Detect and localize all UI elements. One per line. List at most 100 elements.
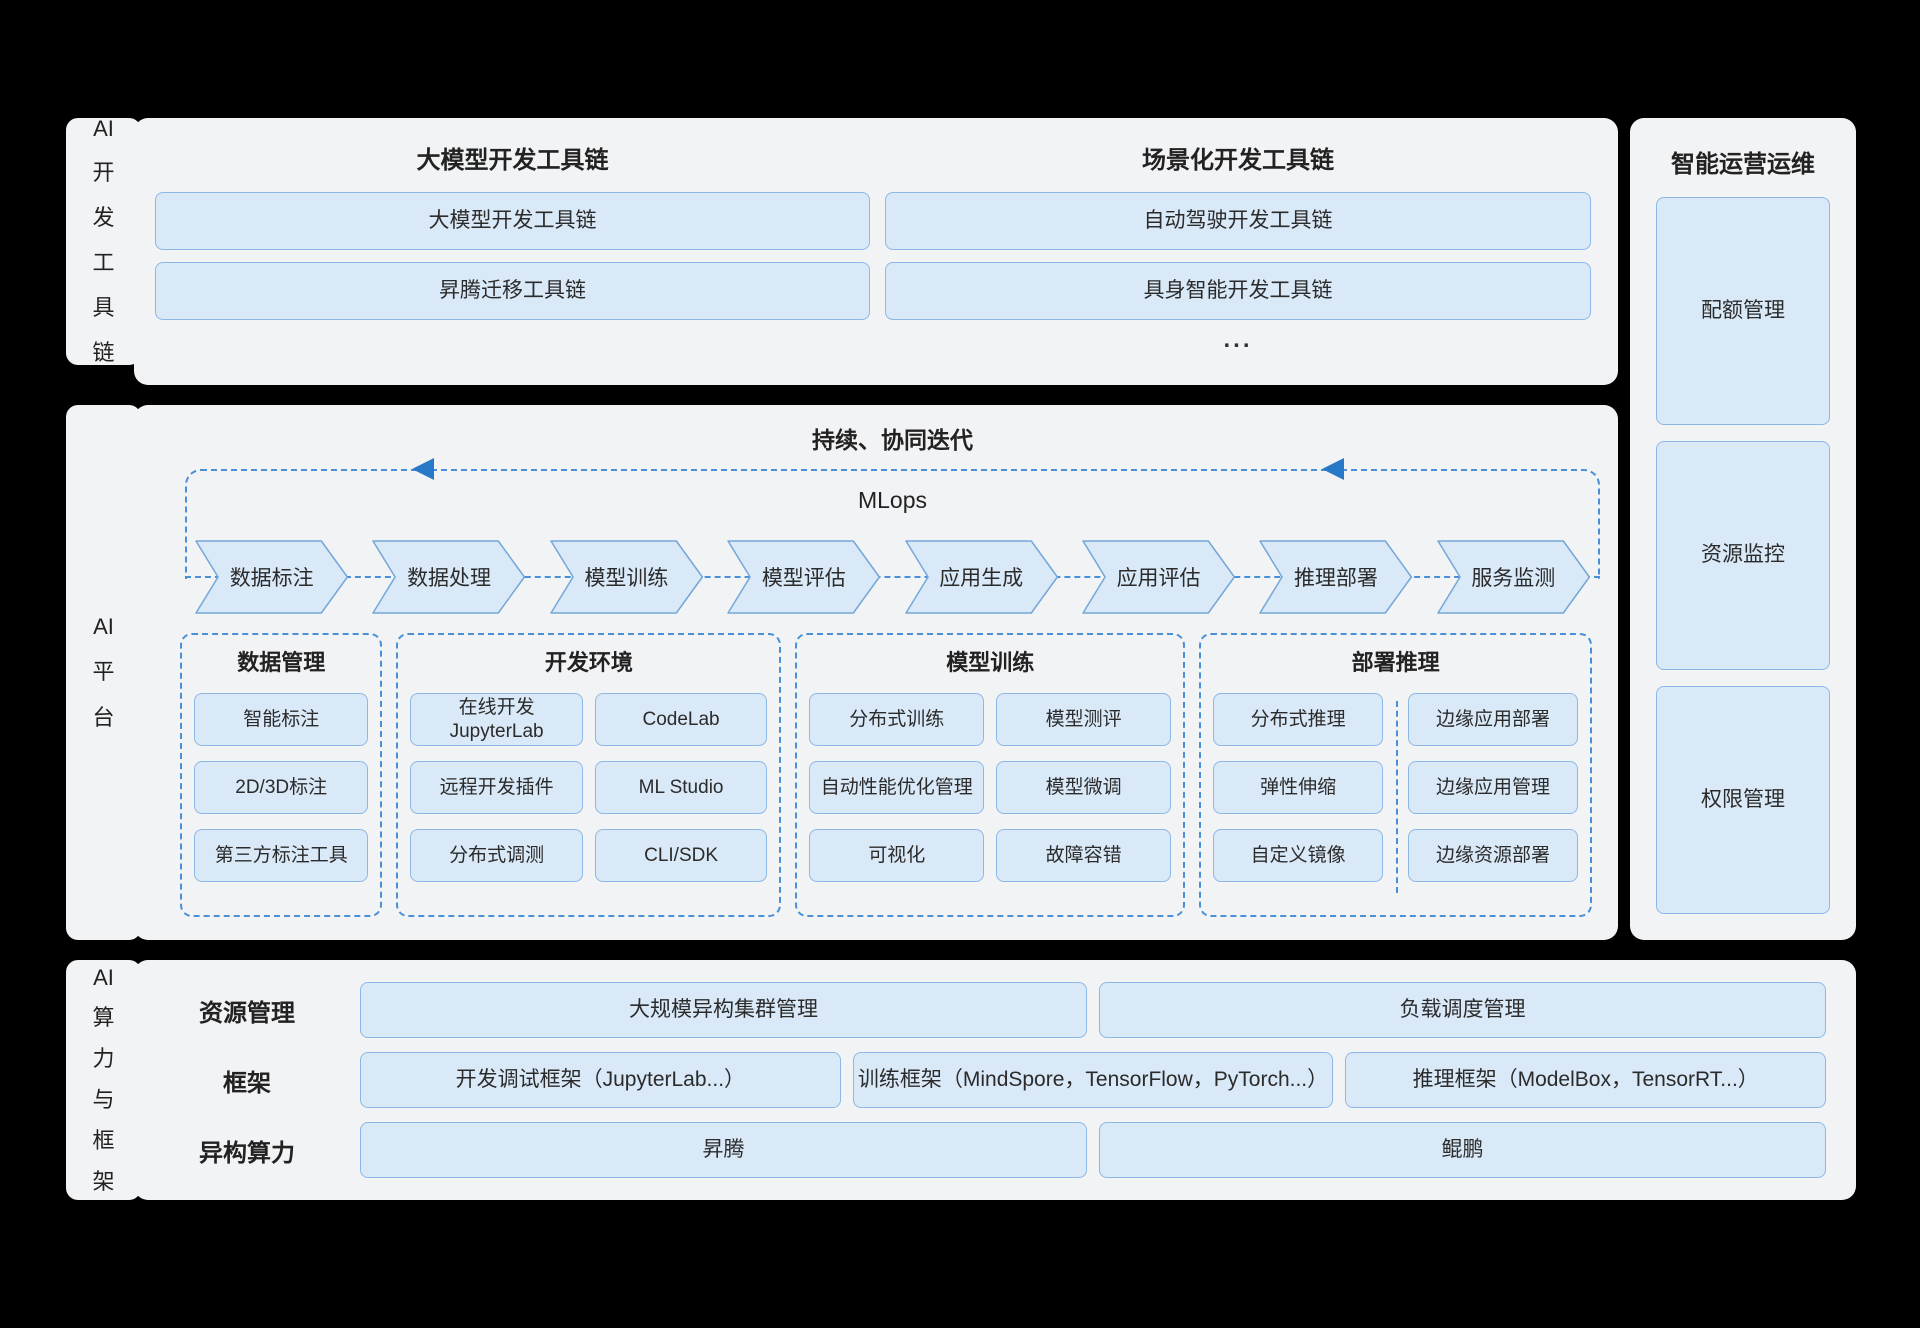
chevron-arrow-icon	[904, 540, 1058, 614]
framework-row: 框架 开发调试框架（JupyterLab...） 训练框架（MindSpore，…	[134, 1052, 1856, 1108]
vertical-label-char: 开	[92, 160, 115, 185]
vertical-label-char: 平	[92, 658, 115, 684]
capability-box: 分布式调测	[410, 829, 583, 882]
vertical-label-char: 工	[92, 250, 115, 275]
chevron-arrow-icon	[372, 540, 526, 614]
capability-box: 自定义镜像	[1213, 829, 1384, 882]
toolchain-column-scenario: 场景化开发工具链 自动驾驶开发工具链 具身智能开发工具链 ...	[885, 144, 1591, 358]
chevron-arrow-icon	[550, 540, 703, 614]
row-boxes: 昇腾 鲲鹏	[360, 1122, 1826, 1178]
row-label: 异构算力	[199, 1139, 295, 1167]
pipeline-step: 应用评估	[1082, 540, 1235, 614]
capability-box: 可视化	[809, 829, 985, 882]
capability-box: 智能标注	[194, 693, 369, 746]
pipeline-step: 模型训练	[550, 540, 703, 614]
capability-box: CLI/SDK	[594, 829, 768, 882]
ops-box: 权限管理	[1656, 685, 1830, 914]
chevron-arrow-icon	[727, 540, 881, 614]
capability-box: 远程开发插件	[410, 761, 583, 814]
toolchain-columns: 大模型开发工具链 大模型开发工具链 昇腾迁移工具链 场景化开发工具链 自动驾驶开…	[134, 118, 1618, 358]
vertical-label-char: AI	[93, 116, 114, 141]
pipeline-step-label: 数据处理	[407, 567, 492, 590]
toolchain-box: 自动驾驶开发工具链	[885, 192, 1591, 250]
vertical-label-char: 架	[92, 1168, 115, 1194]
row-boxes: 大规模异构集群管理 负载调度管理	[360, 982, 1826, 1038]
left-rail-ai-dev-toolchain: AI 开 发 工 具 链	[66, 116, 141, 365]
group-dev-environment: 开发环境 在线开发 JupyterLab CodeLab 远程开发插件 ML S…	[396, 633, 782, 917]
toolchain-column-llm: 大模型开发工具链 大模型开发工具链 昇腾迁移工具链	[155, 144, 870, 358]
framework-box: 训练框架（MindSpore，TensorFlow，PyTorch...）	[852, 1052, 1334, 1108]
group-title: 开发环境	[544, 650, 633, 675]
vertical-label-char: 力	[92, 1045, 115, 1071]
capability-box: ML Studio	[594, 761, 768, 814]
compute-box: 昇腾	[360, 1122, 1087, 1178]
loop-left-arrow-icon	[1322, 458, 1344, 480]
ops-boxes: 配额管理 资源监控 权限管理	[1656, 197, 1830, 914]
vertical-label-char: 台	[92, 704, 115, 730]
group-boxes: 分布式推理 边缘应用部署 弹性伸缩 边缘应用管理 自定义镜像 边缘资源部署	[1201, 679, 1590, 882]
row-boxes: 开发调试框架（JupyterLab...） 训练框架（MindSpore，Ten…	[360, 1052, 1827, 1108]
column-header: 大模型开发工具链	[416, 147, 609, 174]
framework-box: 推理框架（ModelBox，TensorRT...）	[1345, 1052, 1827, 1108]
left-rail-ai-compute-framework: AI 算 力 与 框 架	[66, 960, 141, 1200]
pipeline-step-label: 模型评估	[761, 567, 846, 590]
pipeline-step: 推理部署	[1259, 540, 1413, 614]
capability-box: 第三方标注工具	[194, 829, 369, 882]
group-title: 数据管理	[237, 650, 326, 675]
pipeline-dashed-connector	[185, 576, 1600, 578]
capability-box: 2D/3D标注	[194, 761, 369, 814]
vertical-label-char: 具	[92, 295, 115, 320]
mlops-loop-border: MLops	[185, 458, 1600, 579]
intelligent-ops-panel: 智能运营运维 配额管理 资源监控 权限管理	[1630, 118, 1856, 940]
row-label: 资源管理	[199, 999, 295, 1027]
dev-toolchain-panel: 大模型开发工具链 大模型开发工具链 昇腾迁移工具链 场景化开发工具链 自动驾驶开…	[134, 118, 1618, 385]
group-title: 模型训练	[946, 650, 1035, 675]
pipeline-step: 数据处理	[372, 540, 526, 614]
vertical-label-char: AI	[93, 613, 114, 639]
group-column-divider	[1395, 701, 1398, 893]
column-header: 场景化开发工具链	[1142, 147, 1334, 174]
capability-box: 分布式推理	[1213, 693, 1384, 746]
pipeline-step-label: 推理部署	[1293, 567, 1378, 590]
vertical-label-char: 链	[92, 340, 115, 365]
group-deploy-inference: 部署推理 分布式推理 边缘应用部署 弹性伸缩 边缘应用管理 自定义镜像 边缘资源…	[1199, 633, 1592, 917]
capability-box: CodeLab	[594, 693, 768, 746]
pipeline-step: 应用生成	[904, 540, 1058, 614]
loop-left-arrow-icon	[412, 458, 434, 480]
ai-platform-panel: 持续、协同迭代 MLops 数据标注 数据处理 模型训练 模型评估 应用生成 应…	[134, 405, 1618, 940]
group-boxes: 智能标注 2D/3D标注 第三方标注工具	[182, 679, 380, 882]
pipeline-step-label: 应用评估	[1116, 567, 1201, 590]
ops-panel-title: 智能运营运维	[1671, 151, 1815, 178]
pipeline-step: 模型评估	[727, 540, 881, 614]
vertical-label-char: 与	[92, 1086, 115, 1112]
pipeline-step-label: 数据标注	[229, 567, 314, 590]
group-boxes: 在线开发 JupyterLab CodeLab 远程开发插件 ML Studio…	[398, 679, 779, 882]
chevron-arrow-icon	[1259, 540, 1413, 614]
heterogeneous-compute-row: 异构算力 昇腾 鲲鹏	[134, 1122, 1856, 1178]
chevron-arrow-icon	[195, 540, 349, 614]
pipeline-step: 数据标注	[195, 540, 349, 614]
capability-box: 故障容错	[996, 829, 1172, 882]
vertical-label-char: AI	[93, 964, 114, 990]
capability-box: 模型测评	[996, 693, 1172, 746]
toolchain-box: 昇腾迁移工具链	[155, 262, 870, 320]
group-title: 部署推理	[1351, 650, 1440, 675]
capability-box: 自动性能优化管理	[809, 761, 985, 814]
capability-box: 在线开发 JupyterLab	[410, 693, 583, 746]
chevron-arrow-icon	[1082, 540, 1235, 614]
capability-box: 边缘资源部署	[1408, 829, 1578, 882]
chevron-arrow-icon	[1436, 540, 1590, 614]
ops-box: 配额管理	[1656, 197, 1830, 426]
compute-box: 鲲鹏	[1099, 1122, 1826, 1178]
compute-framework-panel: 资源管理 大规模异构集群管理 负载调度管理 框架 开发调试框架（JupyterL…	[134, 960, 1856, 1200]
toolchain-box: 大模型开发工具链	[155, 192, 870, 250]
vertical-label-char: 算	[92, 1004, 115, 1030]
iteration-loop-label: 持续、协同迭代	[812, 427, 973, 453]
capability-box: 边缘应用管理	[1408, 761, 1578, 814]
resource-management-row: 资源管理 大规模异构集群管理 负载调度管理	[134, 982, 1856, 1038]
group-boxes: 分布式训练 模型测评 自动性能优化管理 模型微调 可视化 故障容错	[797, 679, 1183, 882]
mlops-pipeline: 数据标注 数据处理 模型训练 模型评估 应用生成 应用评估 推理部署 服务监测	[195, 540, 1590, 614]
vertical-label-char: 发	[92, 205, 115, 230]
framework-box: 开发调试框架（JupyterLab...）	[360, 1052, 841, 1108]
